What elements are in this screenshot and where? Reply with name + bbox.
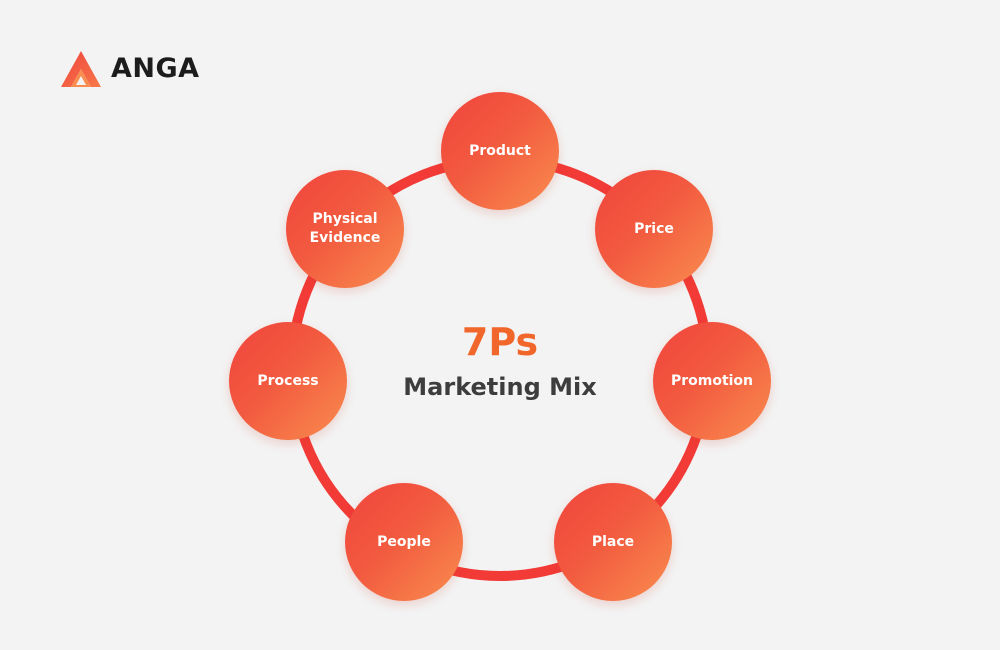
node-process: Process bbox=[229, 322, 347, 440]
anga-logo-icon bbox=[61, 51, 101, 87]
node-place-label: Place bbox=[591, 533, 635, 550]
brand-logo: ANGA bbox=[60, 50, 200, 88]
node-physical-evidence-label: Physical Evidence bbox=[309, 211, 381, 246]
node-promotion-label: Promotion bbox=[670, 372, 754, 389]
node-physical-evidence: Physical Evidence bbox=[286, 170, 404, 288]
node-promotion: Promotion bbox=[653, 322, 771, 440]
node-price: Price bbox=[595, 170, 713, 288]
node-product: Product bbox=[441, 92, 559, 210]
node-people: People bbox=[345, 483, 463, 601]
node-product-label: Product bbox=[469, 142, 531, 159]
node-people-label: People bbox=[377, 533, 431, 550]
diagram-title: 7Ps bbox=[461, 320, 539, 364]
node-process-label: Process bbox=[257, 372, 319, 389]
node-place: Place bbox=[554, 483, 672, 601]
diagram-subtitle: Marketing Mix bbox=[403, 373, 597, 401]
node-price-label: Price bbox=[634, 220, 674, 237]
brand-name: ANGA bbox=[111, 53, 200, 84]
